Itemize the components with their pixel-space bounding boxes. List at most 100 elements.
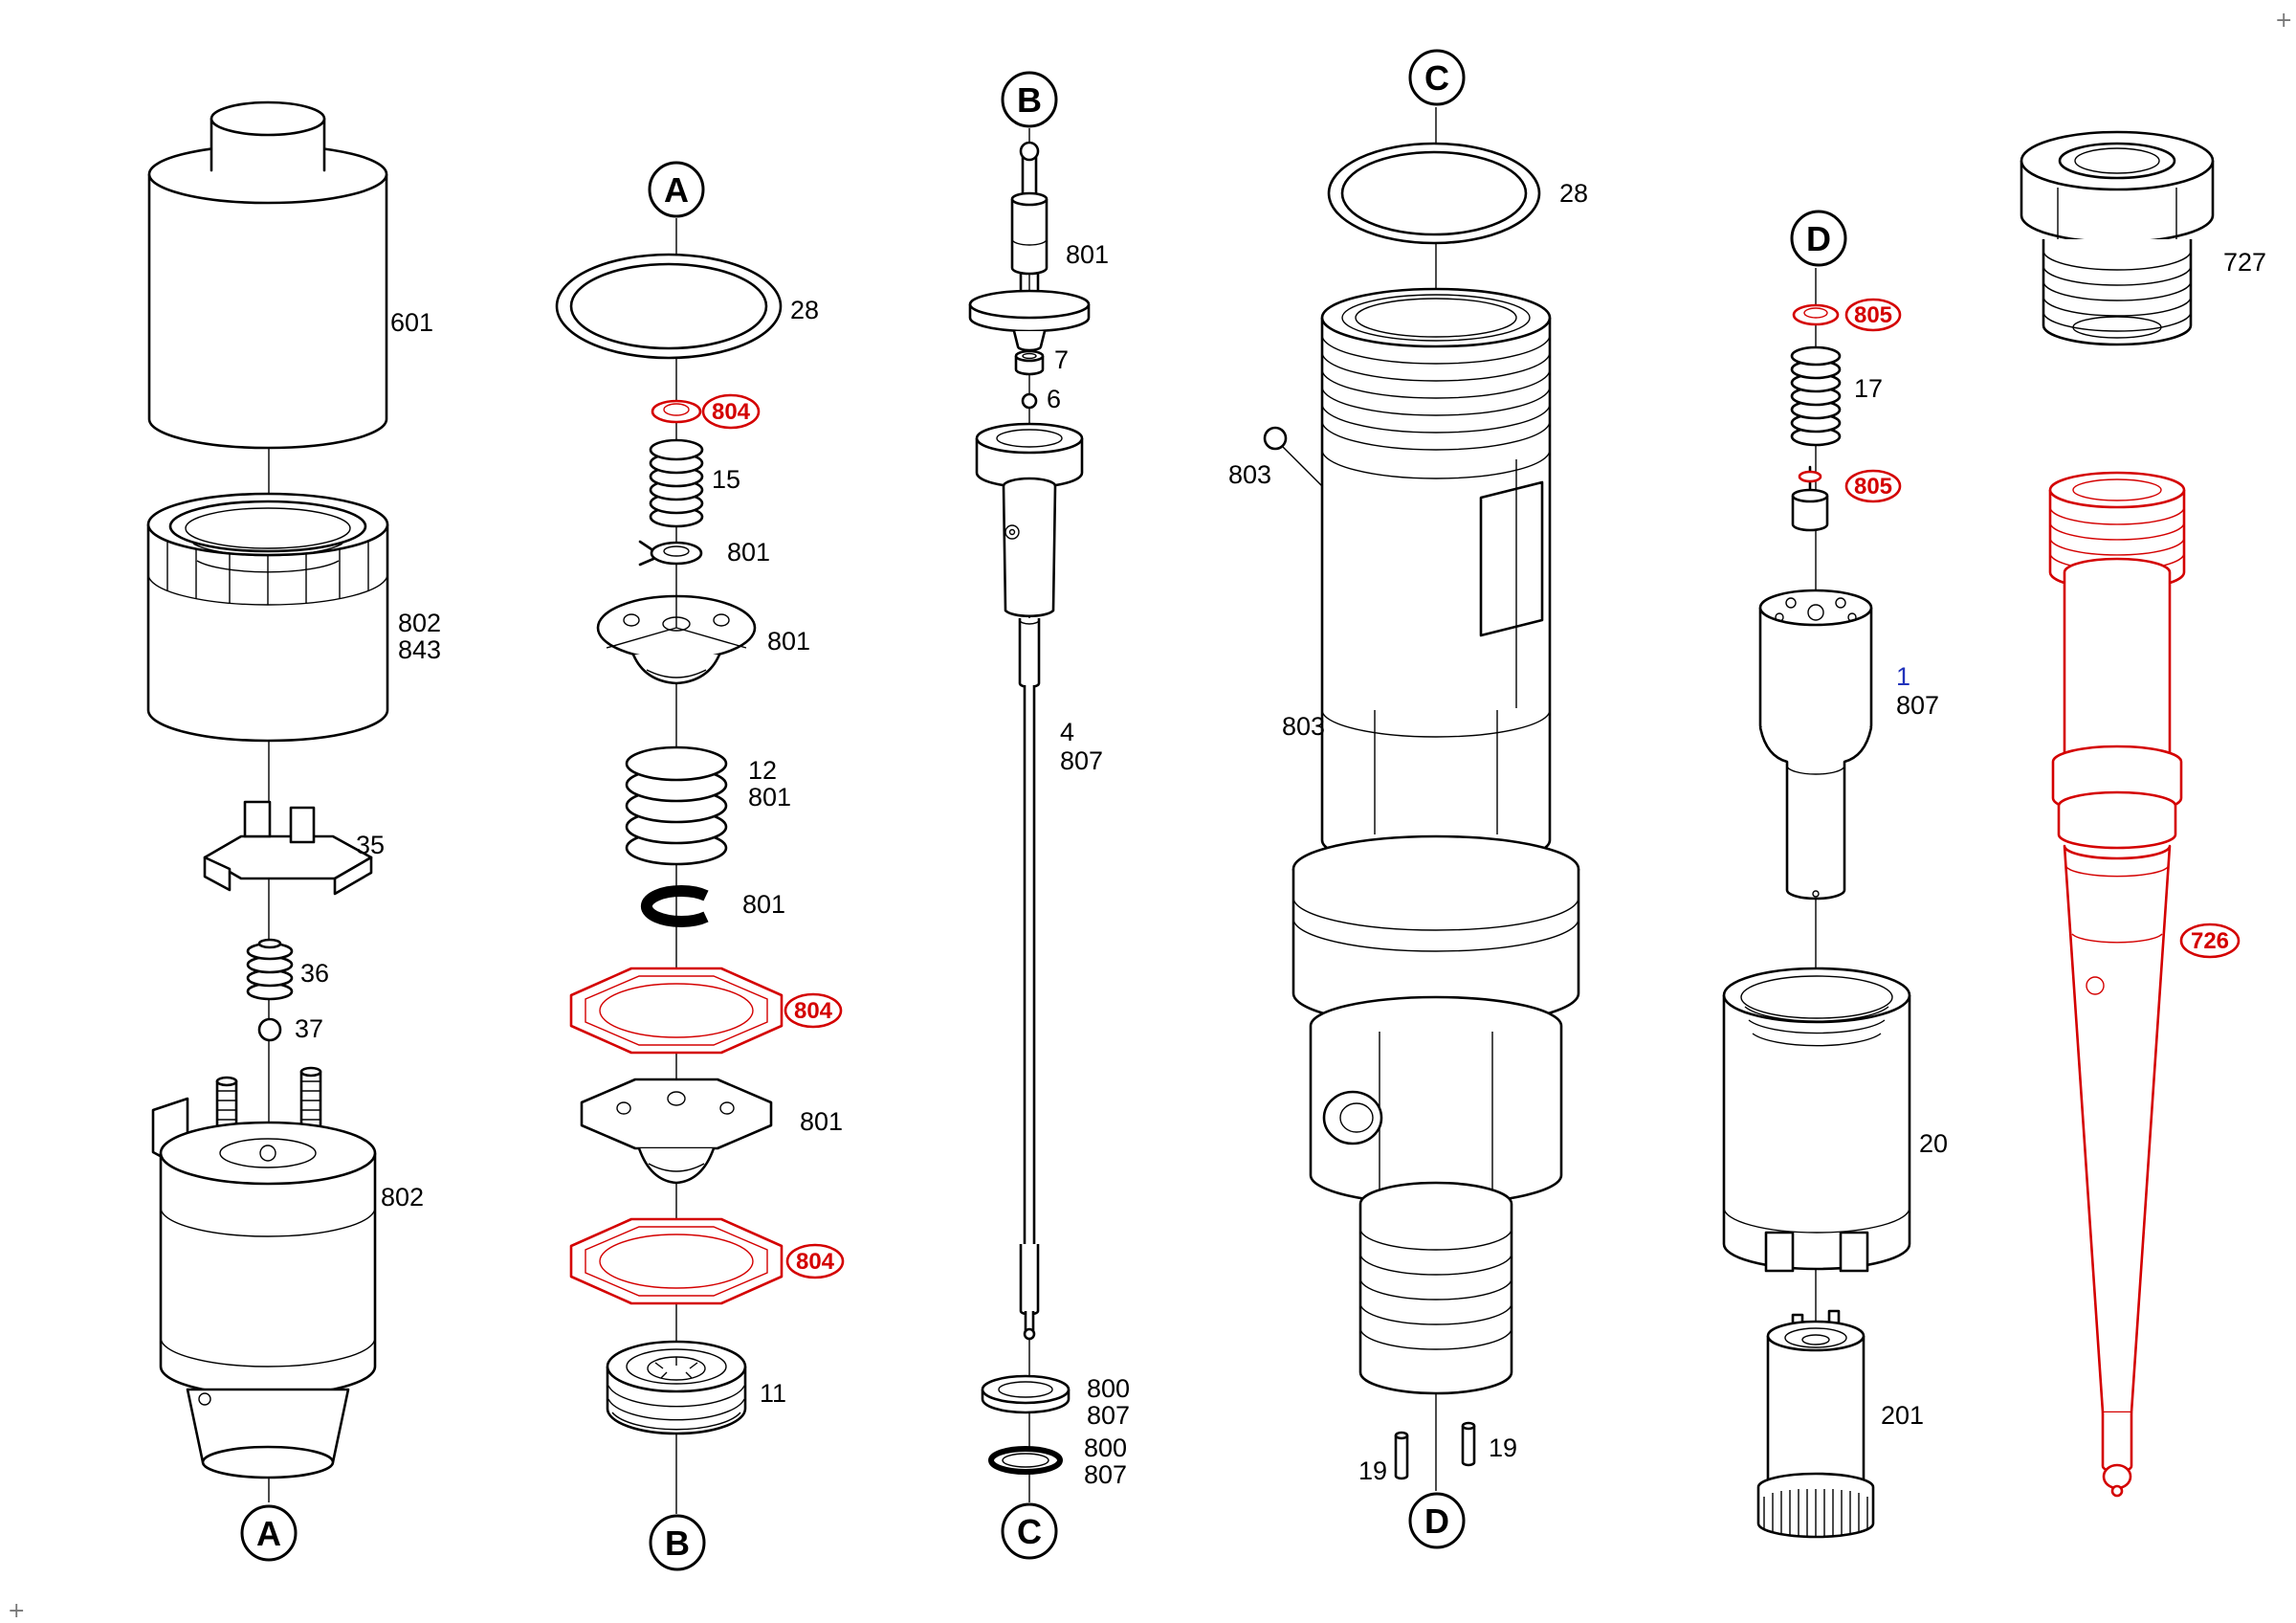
badge-text: 805 [1854, 474, 1892, 500]
label-valvebody-1: 4 [1060, 718, 1074, 746]
solenoid-body-802 [151, 1066, 377, 1479]
label-solenoid: 802 [381, 1183, 424, 1212]
label-cap: 601 [390, 308, 433, 337]
label-spring15: 15 [712, 465, 740, 494]
label-ring-1: 800 [1087, 1374, 1130, 1403]
nozzle-holder-1-807 [1758, 589, 1873, 900]
ref-letter: C [1424, 58, 1449, 98]
o-ring-28-d [1327, 142, 1541, 245]
ball-37 [257, 1017, 282, 1042]
union-fitting-727 [2020, 130, 2215, 346]
seal-ring-804 [651, 399, 702, 424]
badge-text: 805 [1854, 302, 1892, 328]
ball-6 [1021, 392, 1038, 410]
label-housing803: 803 [1282, 712, 1325, 741]
badge-text: 804 [796, 1249, 835, 1275]
label-oring-2: 807 [1084, 1460, 1127, 1489]
label-ball803: 803 [1228, 460, 1271, 489]
ref-letter: B [665, 1523, 690, 1563]
ref-circle-c-top: C [1408, 49, 1466, 106]
badge-805-1: 805 [1844, 298, 1902, 332]
label-nut20: 20 [1919, 1129, 1948, 1158]
ref-circle-b-top: B [1001, 71, 1058, 128]
o-ring-28 [555, 253, 783, 360]
adapter-plate-801 [580, 1078, 773, 1185]
ball-803 [1263, 426, 1331, 495]
label-oring28-d: 28 [1559, 179, 1588, 208]
label-pin19-left: 19 [1358, 1456, 1387, 1485]
ref-letter: B [1017, 80, 1042, 120]
ref-circle-d-top: D [1790, 210, 1847, 267]
label-spring17: 17 [1854, 374, 1883, 403]
badge-text: 804 [712, 399, 751, 425]
ref-letter: D [1806, 219, 1831, 258]
badge-804-1: 804 [701, 393, 761, 430]
support-ring-800-807 [981, 1374, 1071, 1414]
label-spring12-2: 801 [748, 783, 791, 812]
badge-805-2: 805 [1844, 469, 1902, 503]
label-pin19-right: 19 [1489, 1434, 1517, 1462]
c-clip-801 [640, 885, 709, 927]
label-fitting727: 727 [2223, 248, 2266, 277]
group-nozzle-assembly: D 805 805 [1722, 210, 1948, 1539]
label-nozzle-807: 807 [1896, 691, 1939, 720]
spring-17 [1790, 345, 1842, 447]
badge-726: 726 [2179, 923, 2241, 959]
ref-circle-a-top: A [648, 161, 705, 218]
label-valve-plate: 801 [767, 627, 810, 656]
valve-plate-801 [596, 594, 757, 685]
label-nozzle-1: 1 [1896, 662, 1910, 691]
badge-text: 804 [794, 998, 833, 1024]
pressure-pin-805 [1791, 465, 1829, 532]
ref-circle-a-bottom: A [240, 1504, 298, 1562]
label-oring28: 28 [790, 296, 819, 324]
group-solenoid-assembly: A 601 802 843 35 36 37 802 [146, 100, 441, 1562]
o-ring-800-807 [988, 1446, 1063, 1475]
valve-pin-801 [968, 141, 1091, 352]
ref-letter: C [1017, 1512, 1042, 1551]
corner-mark-top-right: + [2275, 9, 2292, 33]
cap-601 [147, 100, 388, 450]
housing-803 [1292, 287, 1580, 1395]
label-spring36: 36 [300, 959, 329, 988]
seal-805-top [1792, 303, 1840, 326]
label-nut-2: 843 [398, 635, 441, 664]
magnet-nut-802-843 [146, 492, 389, 743]
pin-19-right [1461, 1421, 1476, 1467]
sleeve-7 [1014, 349, 1045, 376]
nozzle-nut-20 [1722, 967, 1911, 1273]
label-valvebody-2: 807 [1060, 746, 1103, 775]
label-plug11: 11 [760, 1379, 786, 1408]
label-ring-2: 807 [1087, 1401, 1130, 1430]
label-nut-1: 802 [398, 609, 441, 637]
ref-letter: A [664, 170, 689, 210]
badge-804-2: 804 [784, 992, 843, 1029]
valve-body-4-807 [975, 422, 1084, 1341]
group-injector-housing: C [1228, 49, 1588, 1549]
group-spare-parts: 726 727 [2020, 130, 2266, 1498]
gasket-octagon-804-1 [569, 967, 784, 1055]
ref-circle-b-bottom: B [649, 1514, 706, 1571]
corner-mark-bottom-left: + [8, 1599, 25, 1623]
ref-circle-c-bottom: C [1001, 1502, 1058, 1560]
label-cclip: 801 [742, 890, 785, 919]
badge-804-3: 804 [785, 1243, 845, 1279]
ref-letter: A [256, 1514, 281, 1553]
badge-text: 726 [2191, 928, 2229, 954]
label-washer: 801 [727, 538, 770, 567]
label-adapter-plate: 801 [800, 1107, 843, 1136]
label-oring-1: 800 [1084, 1434, 1127, 1462]
label-clip: 35 [356, 831, 385, 859]
sleeve-201 [1756, 1309, 1875, 1539]
label-sleeve7: 7 [1054, 345, 1069, 374]
label-spring12-1: 12 [748, 756, 777, 785]
label-ball37: 37 [295, 1014, 323, 1043]
spring-15 [649, 438, 704, 528]
clip-35 [203, 800, 373, 896]
washer-801 [638, 540, 703, 567]
group-control-valve: B [968, 71, 1130, 1560]
ref-circle-d-bottom: D [1408, 1492, 1466, 1549]
pin-19-left [1394, 1431, 1409, 1480]
